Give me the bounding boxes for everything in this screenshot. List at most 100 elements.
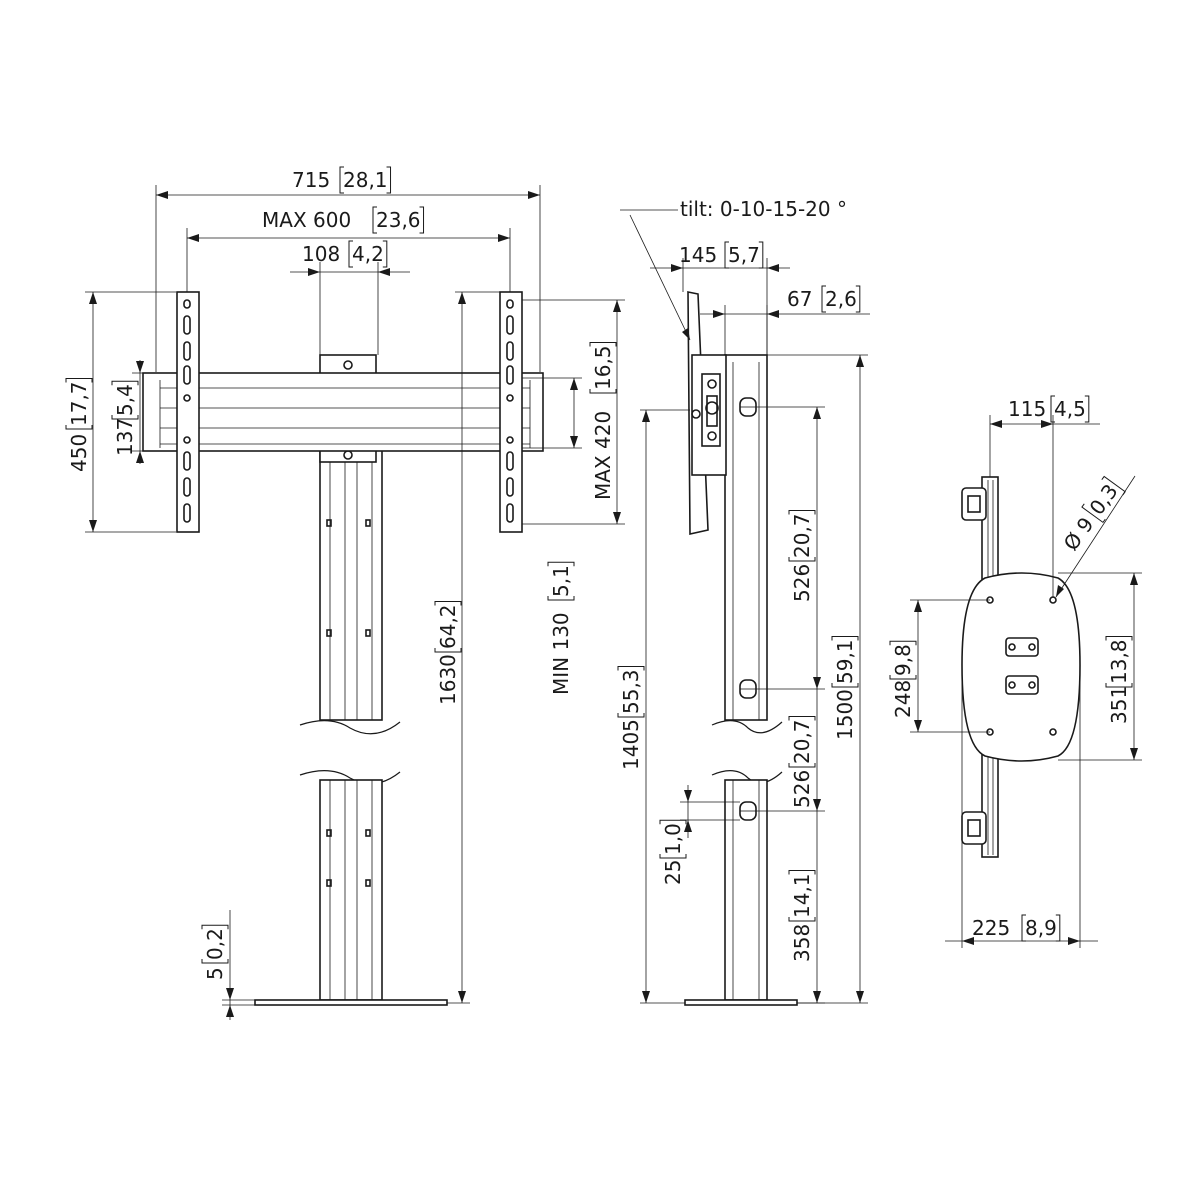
svg-text:9,8: 9,8: [891, 644, 915, 676]
svg-text:Ø 9: Ø 9: [1059, 513, 1099, 555]
svg-text:28,1: 28,1: [343, 168, 388, 192]
dim-plate-height: [1058, 572, 1142, 761]
dim-depth-offset: [700, 305, 870, 355]
dim-height-max: [522, 299, 625, 525]
svg-text:MAX 600: MAX 600: [262, 208, 351, 232]
svg-text:20,7: 20,7: [790, 719, 814, 764]
svg-text:2,6: 2,6: [825, 287, 857, 311]
dim-hole-leader: [1055, 475, 1136, 598]
label-spacing-bottom: 358 14,1: [788, 869, 816, 962]
unit-bracket: [111, 380, 139, 420]
svg-text:16,5: 16,5: [591, 345, 615, 390]
svg-text:145: 145: [679, 243, 717, 267]
svg-text:0,2: 0,2: [203, 928, 227, 960]
unit-bracket: [589, 341, 617, 394]
label-tilt: tilt: 0-10-15-20 °: [680, 197, 847, 221]
side-clamp-bottom: [739, 801, 757, 821]
column-lower: [319, 779, 383, 1001]
dim-height-center: [640, 409, 690, 1004]
label-height-total: 1630 64,2: [434, 600, 462, 705]
unit-bracket: [372, 206, 425, 234]
svg-text:225: 225: [972, 916, 1010, 940]
floor-base-side: [684, 999, 798, 1006]
svg-text:137: 137: [113, 418, 137, 456]
dim-depth-total: [650, 258, 790, 355]
base-plate: [961, 572, 1081, 762]
label-plate-width: 225 8,9: [972, 914, 1061, 942]
dim-height-rail: [132, 360, 176, 464]
label-height-center: 1405 55,3: [617, 665, 645, 770]
tilt-mount: [687, 291, 727, 535]
horizontal-rail: [142, 372, 544, 452]
svg-text:115: 115: [1008, 397, 1046, 421]
unit-bracket: [348, 240, 388, 268]
label-plate-height: 351 13,8: [1105, 635, 1133, 724]
dim-height-total: [447, 291, 500, 1004]
base-clamp-top: [961, 487, 987, 521]
label-clamp-height: 25 1,0: [659, 819, 687, 885]
svg-text:1630: 1630: [436, 654, 460, 705]
label-height-min: MIN 130 5,1: [547, 561, 575, 695]
unit-bracket: [788, 509, 816, 562]
svg-text:8,9: 8,9: [1025, 916, 1057, 940]
svg-text:526: 526: [790, 770, 814, 808]
label-offset-x: 115 4,5: [1008, 395, 1090, 423]
label-hole-spacing: 248 9,8: [889, 640, 917, 718]
svg-text:55,3: 55,3: [619, 669, 643, 714]
svg-text:526: 526: [790, 564, 814, 602]
svg-text:14,1: 14,1: [790, 873, 814, 918]
svg-text:20,7: 20,7: [790, 513, 814, 558]
base-plate-view: [910, 415, 1142, 948]
svg-text:108: 108: [302, 242, 340, 266]
unit-bracket: [1105, 635, 1133, 688]
dim-base-thickness: [222, 910, 255, 1020]
svg-text:358: 358: [790, 924, 814, 962]
unit-bracket: [617, 665, 645, 718]
svg-text:715: 715: [292, 168, 330, 192]
svg-text:5,1: 5,1: [549, 565, 573, 597]
unit-bracket: [201, 924, 229, 964]
svg-text:248: 248: [891, 680, 915, 718]
column-upper: [319, 449, 383, 721]
svg-text:4,5: 4,5: [1054, 397, 1086, 421]
svg-text:59,1: 59,1: [833, 639, 857, 684]
label-spacing-top: 526 20,7: [788, 509, 816, 602]
svg-text:67: 67: [787, 287, 812, 311]
svg-text:64,2: 64,2: [436, 604, 460, 649]
base-clamp-bottom: [961, 811, 987, 845]
svg-text:17,7: 17,7: [67, 381, 91, 426]
label-width-center: 108 4,2: [302, 240, 388, 268]
dim-width-max: [186, 228, 511, 292]
unit-bracket: [788, 869, 816, 922]
unit-bracket: [339, 166, 392, 194]
left-vesa-bracket: [176, 291, 200, 533]
label-height-rail: 137 5,4: [111, 380, 139, 456]
dim-plate-width: [945, 665, 1098, 948]
unit-bracket: [1050, 395, 1090, 423]
unit-bracket: [659, 819, 687, 859]
svg-text:4,2: 4,2: [352, 242, 384, 266]
svg-text:5: 5: [203, 967, 227, 980]
dim-spacing-mid: [756, 689, 825, 812]
label-depth-total: 145 5,7: [679, 241, 764, 269]
unit-bracket: [724, 241, 764, 269]
dim-hole-spacing: [910, 599, 990, 733]
dim-clamp-height: [680, 785, 740, 838]
svg-text:13,8: 13,8: [1107, 639, 1131, 684]
svg-text:351: 351: [1107, 686, 1131, 724]
label-height-max: MAX 420 16,5: [589, 341, 617, 500]
break-line-lower: [299, 770, 401, 785]
unit-bracket: [547, 561, 575, 601]
svg-text:MIN 130: MIN 130: [549, 612, 573, 695]
top-connector: [319, 354, 377, 376]
label-width-max: MAX 600 23,6: [262, 206, 425, 234]
label-height-column: 1500 59,1: [831, 635, 859, 740]
unit-bracket: [889, 640, 917, 680]
side-view: [620, 209, 870, 1006]
unit-bracket: [831, 635, 859, 688]
right-vesa-bracket: [499, 291, 523, 533]
unit-bracket: [788, 715, 816, 768]
dim-width-center: [290, 262, 410, 355]
svg-text:1,0: 1,0: [661, 823, 685, 855]
